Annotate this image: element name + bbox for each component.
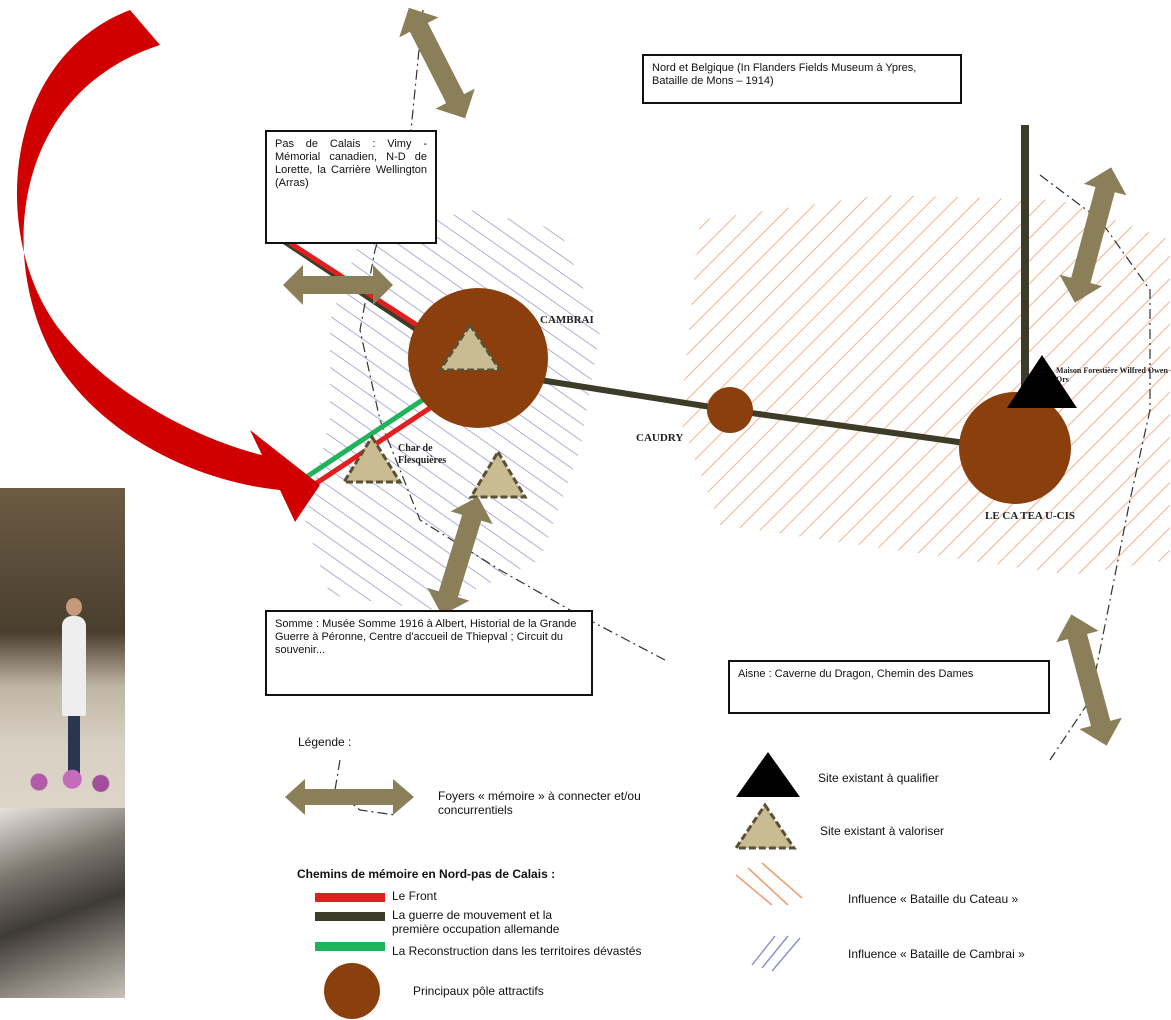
char-flesquieres-label: Char de Flesquières bbox=[398, 443, 447, 466]
legend-site-qualifier-label: Site existant à qualifier bbox=[818, 771, 939, 785]
legend-blue-hatch-1 bbox=[751, 935, 776, 966]
legend-poles-label: Principaux pôle attractifs bbox=[413, 984, 544, 998]
legend-foyers-label: Foyers « mémoire » à connecter et/ou con… bbox=[438, 789, 641, 817]
mouvement-path-cambrai-caudry bbox=[539, 377, 731, 413]
reconstruction-path bbox=[303, 392, 432, 481]
pas-de-calais-box: Pas de Calais : Vimy - Mémorial canadien… bbox=[265, 130, 437, 244]
legend-orange-hatch-3 bbox=[761, 862, 803, 899]
legend-beige-triangle bbox=[733, 802, 797, 850]
legend-black-triangle bbox=[736, 752, 800, 797]
double-arrow-left bbox=[283, 265, 393, 305]
trench-photo bbox=[0, 808, 125, 998]
aisne-box: Aisne : Caverne du Dragon, Chemin des Da… bbox=[728, 660, 1050, 714]
legend-mouvement-swatch bbox=[315, 912, 385, 921]
museum-photo bbox=[0, 488, 125, 808]
legend-double-arrow bbox=[285, 779, 414, 815]
legend-title: Légende : bbox=[298, 735, 352, 749]
legend-mouvement-label: La guerre de mouvement et la première oc… bbox=[392, 908, 560, 936]
double-arrow-bottom bbox=[427, 496, 493, 616]
legend-chemins-title: Chemins de mémoire en Nord-pas de Calais… bbox=[297, 867, 556, 881]
legend-site-valoriser-label: Site existant à valoriser bbox=[820, 824, 945, 838]
maison-forestiere-label: Maison Forestière Wilfred Owen - Ors bbox=[1056, 366, 1171, 384]
le-cateau-label: LE CA TEA U-CIS bbox=[985, 510, 1075, 522]
legend-reconstruction-swatch bbox=[315, 942, 385, 951]
site-triangle-south bbox=[468, 449, 528, 499]
double-arrow-top bbox=[399, 7, 475, 119]
nord-belgique-box: Nord et Belgique (In Flanders Fields Mus… bbox=[642, 54, 962, 104]
cambrai-label: CAMBRAI bbox=[540, 314, 594, 326]
flowers bbox=[20, 768, 115, 796]
maison-forestiere-triangle bbox=[1007, 355, 1077, 408]
double-arrow-bottom-right bbox=[1056, 614, 1122, 746]
cambrai-site-triangle bbox=[437, 322, 503, 372]
legend-front-swatch bbox=[315, 893, 385, 902]
double-arrow-right bbox=[1059, 167, 1127, 303]
legend-orange-hatch-2 bbox=[747, 867, 789, 906]
legend-front-label: Le Front bbox=[392, 889, 437, 903]
guide-head bbox=[66, 598, 82, 616]
legend-reconstruction-label: La Reconstruction dans les territoires d… bbox=[392, 944, 642, 958]
legend-influence-cambrai-label: Influence « Bataille de Cambrai » bbox=[848, 947, 1025, 961]
char-flesquieres-triangle bbox=[341, 434, 403, 484]
legend-influence-cateau-label: Influence « Bataille du Cateau » bbox=[848, 892, 1019, 906]
big-red-curved-arrow bbox=[16, 10, 321, 522]
guide-figure bbox=[62, 616, 86, 716]
caudry-label: CAUDRY bbox=[636, 432, 684, 444]
legend-pole-swatch bbox=[324, 963, 380, 1019]
legend-dashdot-line bbox=[334, 759, 396, 816]
caudry-pole bbox=[707, 387, 753, 433]
legend-orange-hatch-1 bbox=[735, 874, 773, 906]
somme-box: Somme : Musée Somme 1916 à Albert, Histo… bbox=[265, 610, 593, 696]
legend-blue-hatch-3 bbox=[771, 937, 801, 972]
le-cateau-pole bbox=[959, 392, 1071, 504]
legend-blue-hatch-2 bbox=[761, 935, 789, 969]
